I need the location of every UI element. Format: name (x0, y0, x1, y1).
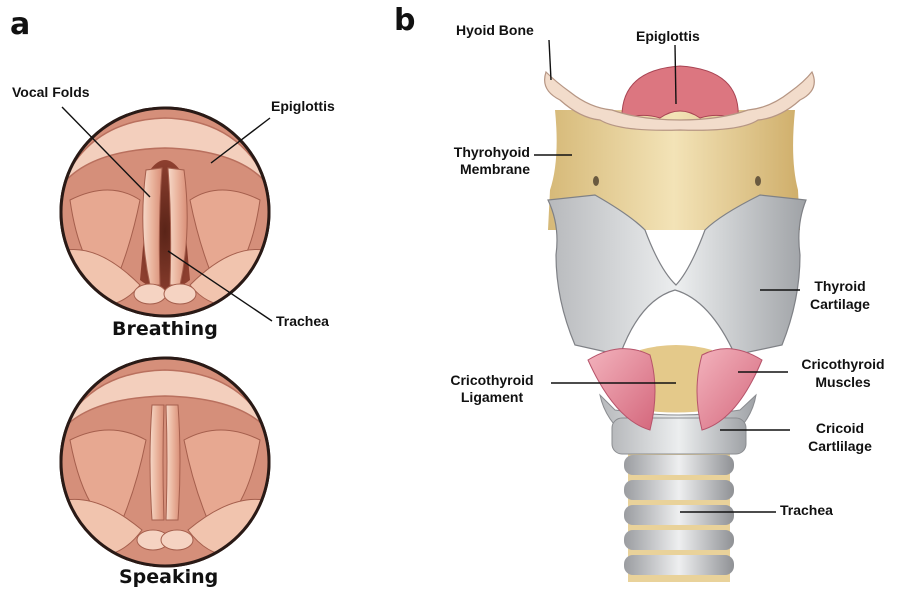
label-cricothyroid-muscles-2: Muscles (788, 374, 898, 391)
label-thyroid-cartilage-2: Cartilage (800, 296, 880, 313)
label-trachea-a: Trachea (276, 313, 329, 330)
label-thyrohyoid-membrane-1: Thyrohyoid (430, 144, 530, 161)
label-epiglottis-b: Epiglottis (636, 28, 700, 45)
speaking-larynx-view (60, 358, 270, 568)
label-cricothyroid-ligament-1: Cricothyroid (436, 372, 548, 389)
label-trachea-b: Trachea (780, 502, 833, 519)
panel-label-a: a (10, 10, 30, 40)
breathing-larynx-view (60, 108, 270, 318)
label-thyroid-cartilage-1: Thyroid (800, 278, 880, 295)
label-cricoid-cartilage-1: Cricoid (790, 420, 890, 437)
label-cricothyroid-muscles-1: Cricothyroid (788, 356, 898, 373)
label-cricoid-cartilage-2: Cartlilage (790, 438, 890, 455)
label-cricothyroid-ligament-2: Ligament (436, 389, 548, 406)
panel-label-b: b (394, 6, 415, 36)
caption-speaking: Speaking (119, 566, 218, 588)
label-thyrohyoid-membrane-2: Membrane (430, 161, 530, 178)
caption-breathing: Breathing (112, 318, 218, 340)
trachea-rings (624, 452, 734, 582)
label-hyoid-bone: Hyoid Bone (456, 22, 534, 39)
label-vocal-folds: Vocal Folds (12, 84, 90, 101)
larynx-anterior-view (545, 66, 815, 582)
label-epiglottis-a: Epiglottis (271, 98, 335, 115)
